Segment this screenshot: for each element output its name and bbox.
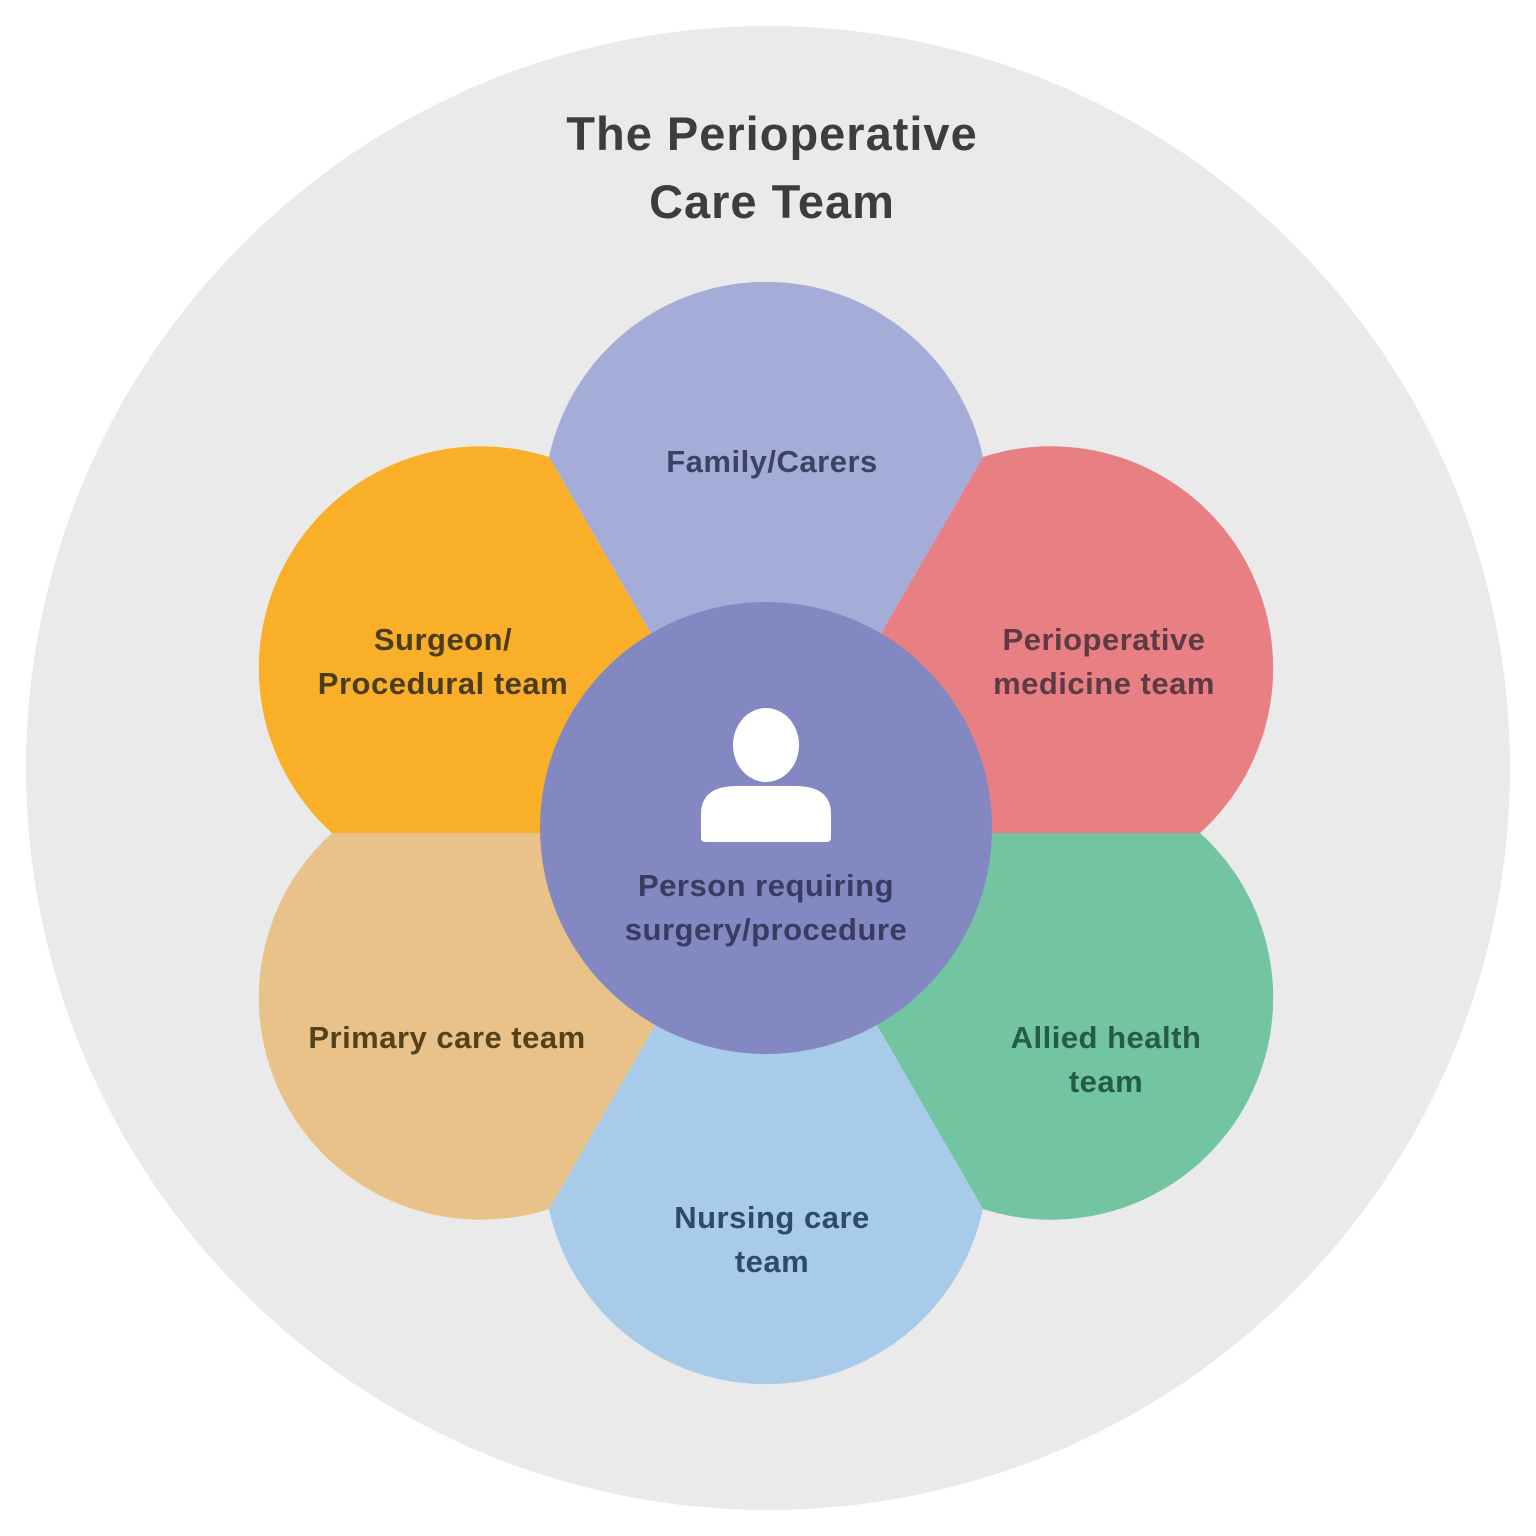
title-line-1: The Perioperative bbox=[566, 107, 977, 160]
nursing-care-label-line-2: team bbox=[735, 1244, 809, 1279]
nursing-care-label-line-1: Nursing care bbox=[674, 1200, 870, 1235]
allied-health-label-line-1: Allied health bbox=[1011, 1020, 1202, 1055]
primary-care-label: Primary care team bbox=[308, 1020, 585, 1055]
perioperative-medicine-label-line-2: medicine team bbox=[993, 666, 1215, 701]
allied-health-label-line-2: team bbox=[1069, 1064, 1143, 1099]
person-icon-head bbox=[733, 708, 799, 782]
person-icon bbox=[701, 708, 831, 842]
nursing-care-label: Nursing care team bbox=[674, 1200, 870, 1279]
allied-health-label: Allied health team bbox=[1011, 1020, 1202, 1099]
surgeon-procedural-label-line-2: Procedural team bbox=[318, 666, 568, 701]
title-line-2: Care Team bbox=[649, 175, 895, 228]
center-label: Person requiring surgery/procedure bbox=[625, 868, 907, 947]
person-icon-body bbox=[701, 786, 831, 842]
center-label-line-1: Person requiring bbox=[638, 868, 894, 903]
petal-nursing-care-team bbox=[549, 833, 983, 1385]
center-label-line-2: surgery/procedure bbox=[625, 912, 907, 947]
surgeon-procedural-label: Surgeon/ Procedural team bbox=[318, 622, 568, 701]
diagram-title: The Perioperative Care Team bbox=[566, 107, 977, 228]
perioperative-medicine-label: Perioperative medicine team bbox=[993, 622, 1215, 701]
perioperative-medicine-label-line-1: Perioperative bbox=[1003, 622, 1206, 657]
surgeon-procedural-label-line-1: Surgeon/ bbox=[374, 622, 512, 657]
family-carers-label: Family/Carers bbox=[666, 444, 878, 479]
petal-family-carers bbox=[549, 281, 983, 833]
